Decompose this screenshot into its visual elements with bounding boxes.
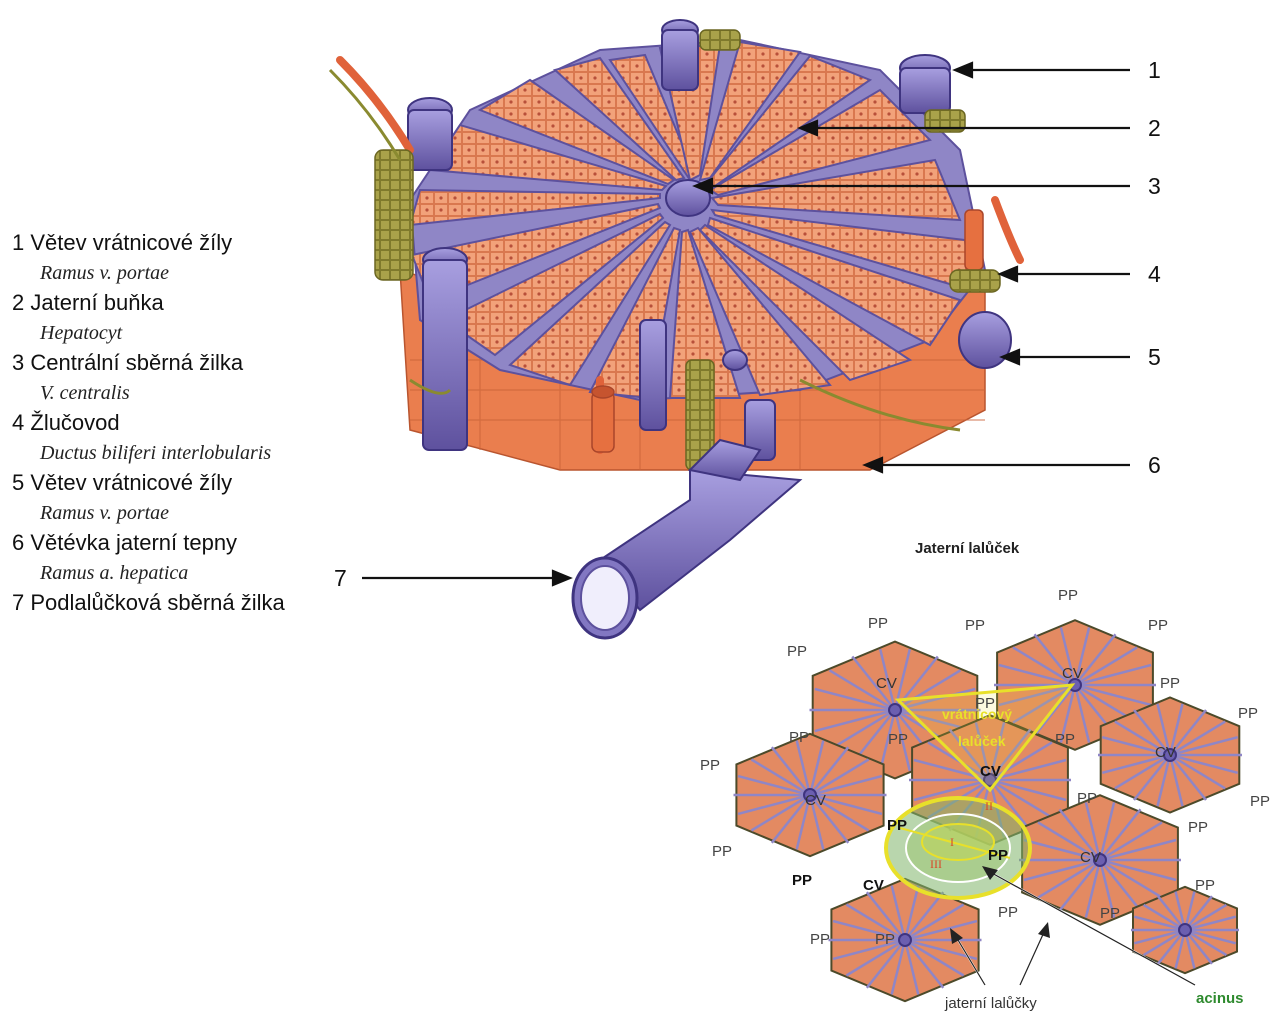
portal-triad-label: PP [792, 872, 812, 889]
portal-triad-label: PP [712, 843, 732, 860]
central-vein-label: CV [1080, 849, 1101, 866]
central-vein-label: CV [863, 877, 884, 894]
portal-triad-label: PP [1195, 877, 1215, 894]
portal-triad-label: PP [1077, 790, 1097, 807]
portal-triad-label: PP [868, 615, 888, 632]
portal-triad-label: PP [1238, 705, 1258, 722]
portal-triad-label: PP [1055, 731, 1075, 748]
portal-triad-label: PP [875, 931, 895, 948]
portal-triad-label: PP [975, 695, 995, 712]
panel-title: Jaterní lalůček [915, 540, 1020, 557]
portal-triad-label: PP [988, 847, 1008, 864]
portal-triad-label: PP [810, 931, 830, 948]
lobules-label: jaterní lalůčky [944, 995, 1037, 1012]
central-vein-dot [1179, 924, 1191, 936]
acinus-inner [922, 824, 994, 860]
portal-triad-label: PP [789, 729, 809, 746]
central-vein-label: CV [1155, 744, 1176, 761]
portal-triad-label: PP [1058, 587, 1078, 604]
callout-3: 3 [1148, 173, 1161, 199]
callout-1: 1 [1148, 57, 1161, 83]
portal-triad-label: PP [998, 904, 1018, 921]
central-vein-dot [899, 934, 911, 946]
portal-triad-label: PP [787, 643, 807, 660]
callout-2: 2 [1148, 115, 1161, 141]
callout-4: 4 [1148, 261, 1161, 287]
central-vein-dot [889, 704, 901, 716]
acinus-label: acinus [1196, 990, 1244, 1007]
callout-6: 6 [1148, 452, 1161, 478]
central-vein-label: CV [1062, 665, 1083, 682]
zone-ii: II [985, 799, 993, 813]
central-vein-label: CV [805, 792, 826, 809]
portal-triad-label: PP [1188, 819, 1208, 836]
central-vein-label: CV [876, 675, 897, 692]
zone-iii: III [930, 857, 942, 871]
portal-triad-label: PP [700, 757, 720, 774]
zone-i: I [950, 835, 954, 849]
callout-7: 7 [334, 565, 347, 591]
portal-lobule-label-2: lalůček [958, 733, 1006, 749]
lobule-map-panel: Jaterní lalůček vrátnicový lalůček I II … [700, 540, 1270, 1012]
portal-triad-label: PP [965, 617, 985, 634]
portal-triad-label: PP [888, 731, 908, 748]
central-vein-label: CV [980, 763, 1001, 780]
callout-5: 5 [1148, 344, 1161, 370]
portal-triad-label: PP [887, 817, 907, 834]
portal-triad-label: PP [1250, 793, 1270, 810]
portal-triad-label: PP [1100, 905, 1120, 922]
portal-triad-label: PP [1160, 675, 1180, 692]
portal-triad-label: PP [1148, 617, 1168, 634]
